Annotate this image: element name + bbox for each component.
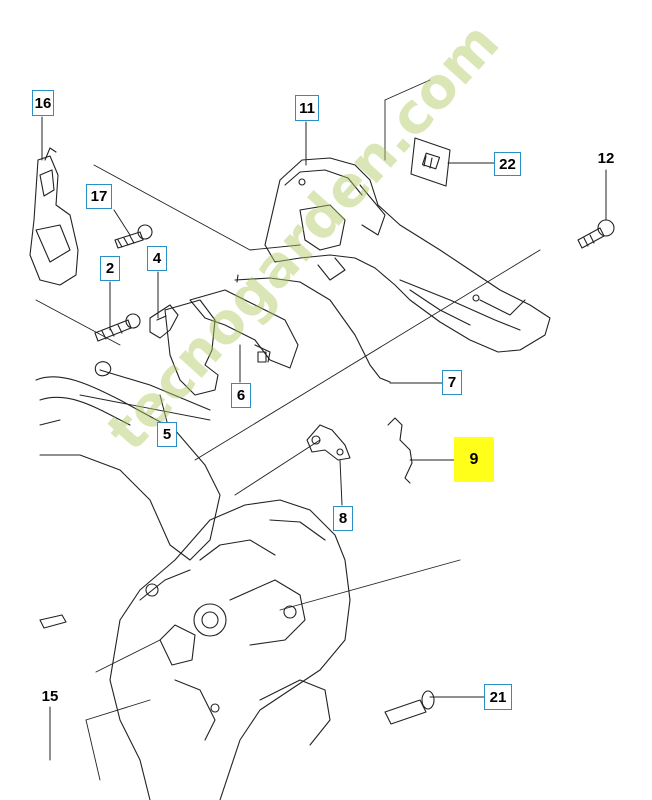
part-7-rod bbox=[234, 274, 391, 383]
callout-2: 2 bbox=[100, 256, 120, 281]
part-6-trigger bbox=[164, 289, 299, 396]
part-2-screw bbox=[94, 313, 141, 342]
part-11-handle-cover bbox=[264, 157, 551, 353]
assembly-lines bbox=[35, 79, 541, 781]
part-22-decal bbox=[410, 137, 451, 187]
part-4-bracket bbox=[149, 304, 179, 339]
callout-11: 11 bbox=[295, 95, 319, 121]
callout-22: 22 bbox=[494, 152, 521, 176]
callout-leaders bbox=[41, 116, 607, 761]
body-tube bbox=[35, 376, 221, 561]
part-17-screw bbox=[114, 224, 153, 249]
callout-15: 15 bbox=[41, 687, 59, 705]
callout-6: 6 bbox=[231, 383, 251, 408]
part-21-pin bbox=[384, 690, 435, 725]
part-5-spring bbox=[94, 361, 211, 411]
main-housing bbox=[109, 499, 351, 800]
part-9-wire-clip bbox=[387, 417, 413, 484]
part-15-detail bbox=[39, 614, 67, 629]
callout-17: 17 bbox=[86, 184, 112, 209]
part-12-screw bbox=[577, 219, 615, 249]
part-16-handle-piece bbox=[29, 147, 79, 286]
part-8-link bbox=[306, 424, 351, 461]
callout-21: 21 bbox=[484, 684, 512, 710]
callout-7: 7 bbox=[442, 370, 462, 395]
callout-16: 16 bbox=[32, 90, 54, 116]
callout-4: 4 bbox=[147, 246, 167, 271]
callout-5: 5 bbox=[157, 422, 177, 447]
callout-8: 8 bbox=[333, 506, 353, 531]
callout-9-highlighted: 9 bbox=[454, 437, 494, 482]
callout-12: 12 bbox=[597, 149, 615, 167]
